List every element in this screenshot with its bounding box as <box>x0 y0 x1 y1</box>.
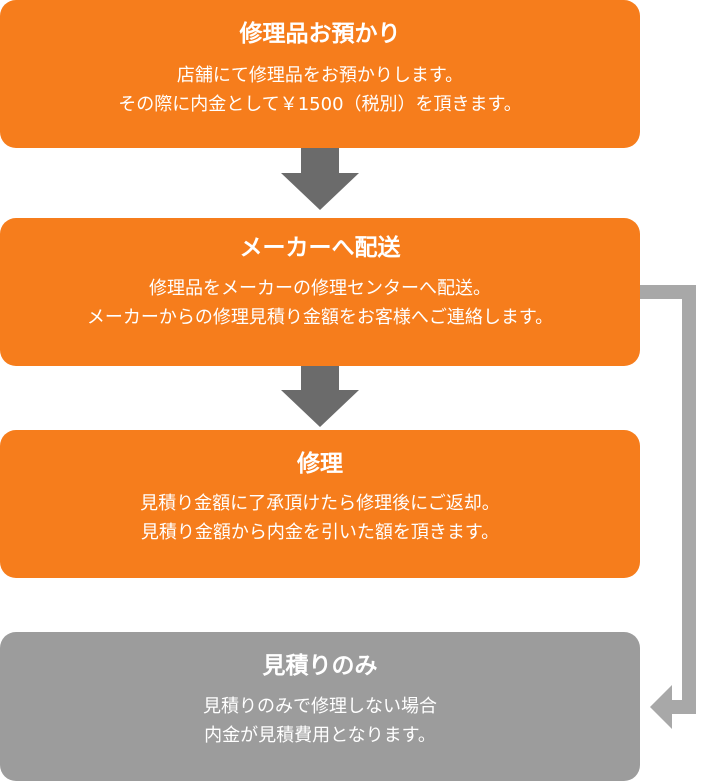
step-1-line-1: 店舗にて修理品をお預かりします。 <box>176 65 464 86</box>
step-3-title: 修理 <box>297 451 343 477</box>
step-2-line-2: メーカーからの修理見積り金額をお客様へご連絡します。 <box>86 307 554 328</box>
step-4-title: 見積りのみ <box>262 653 378 679</box>
step-2-description: 修理品をメーカーの修理センターへ配送。 メーカーからの修理見積り金額をお客様へご… <box>0 262 640 332</box>
step-3-box: 修理 見積り金額に了承頂けたら修理後にご返却。 見積り金額から内金を引いた額を頂… <box>0 430 640 578</box>
step-3-line-2: 見積り金額から内金を引いた額を頂きます。 <box>140 522 500 543</box>
step-1-box: 修理品お預かり 店舗にて修理品をお預かりします。 その際に内金として￥1500（… <box>0 0 640 148</box>
step-4-box: 見積りのみ 見積りのみで修理しない場合 内金が見積費用となります。 <box>0 632 640 781</box>
step-1-description: 店舗にて修理品をお預かりします。 その際に内金として￥1500（税別）を頂きます… <box>0 48 640 119</box>
down-arrow-icon <box>281 148 359 210</box>
branch-arrow-icon <box>640 285 696 729</box>
step-2-title: メーカーへ配送 <box>239 235 401 261</box>
step-4-line-2: 内金が見積費用となります。 <box>204 725 436 746</box>
step-3-description: 見積り金額に了承頂けたら修理後にご返却。 見積り金額から内金を引いた額を頂きます… <box>0 478 640 547</box>
step-2-box: メーカーへ配送 修理品をメーカーの修理センターへ配送。 メーカーからの修理見積り… <box>0 218 640 366</box>
step-3-line-1: 見積り金額に了承頂けたら修理後にご返却。 <box>140 493 500 514</box>
step-4-description: 見積りのみで修理しない場合 内金が見積費用となります。 <box>0 680 640 750</box>
step-1-title: 修理品お預かり <box>239 21 401 47</box>
step-2-line-1: 修理品をメーカーの修理センターへ配送。 <box>149 278 491 299</box>
step-1-line-2: その際に内金として￥1500（税別）を頂きます。 <box>118 94 522 115</box>
step-4-line-1: 見積りのみで修理しない場合 <box>203 696 437 717</box>
down-arrow-icon <box>281 366 359 427</box>
